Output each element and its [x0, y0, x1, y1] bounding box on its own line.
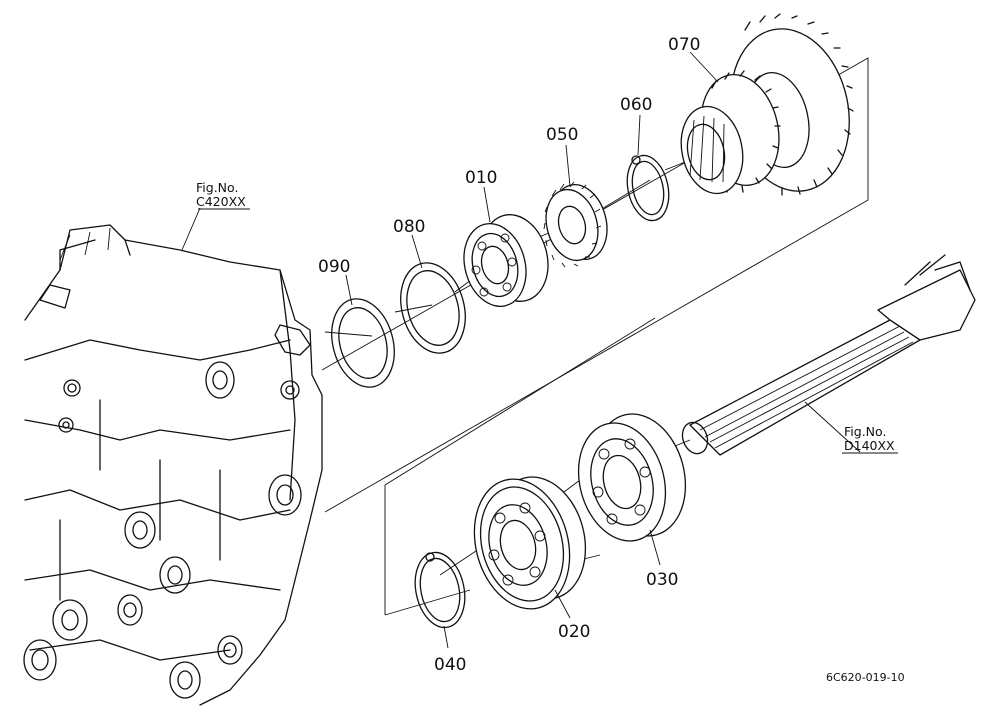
- part-020-flanged-bearing: [473, 476, 587, 610]
- callout-060: 060: [620, 95, 652, 115]
- leader-lines: [181, 51, 898, 649]
- part-060-snap-ring: [626, 154, 670, 222]
- reference-left: Fig.No. C420XX: [196, 180, 246, 209]
- reference-right: Fig.No. D140XX: [844, 424, 895, 453]
- callout-030: 030: [646, 570, 678, 590]
- reference-left-line2: C420XX: [196, 194, 246, 209]
- callout-050: 050: [546, 125, 578, 145]
- drawing-code: 6C620-019-10: [826, 671, 905, 684]
- reference-right-line1: Fig.No.: [844, 424, 886, 439]
- part-090-shim: [331, 298, 395, 388]
- part-050-spur-gear: [543, 181, 608, 268]
- callout-080: 080: [393, 217, 425, 237]
- callout-020: 020: [558, 622, 590, 642]
- part-030-ball-bearing: [577, 413, 687, 542]
- reference-left-line1: Fig.No.: [196, 180, 238, 195]
- part-080-washer: [400, 262, 466, 354]
- callout-070: 070: [668, 35, 700, 55]
- output-shaft: [681, 254, 976, 456]
- reference-right-line2: D140XX: [844, 438, 895, 453]
- callout-labels: 090 080 010 050 060 070 030 020 040: [318, 35, 700, 675]
- callout-090: 090: [318, 257, 350, 277]
- callout-040: 040: [434, 655, 466, 675]
- part-070-gear-cluster: [680, 13, 854, 196]
- callout-010: 010: [465, 168, 497, 188]
- transmission-case: [23, 224, 323, 706]
- part-010-ball-bearing: [463, 214, 549, 307]
- part-040-snap-ring: [414, 551, 466, 629]
